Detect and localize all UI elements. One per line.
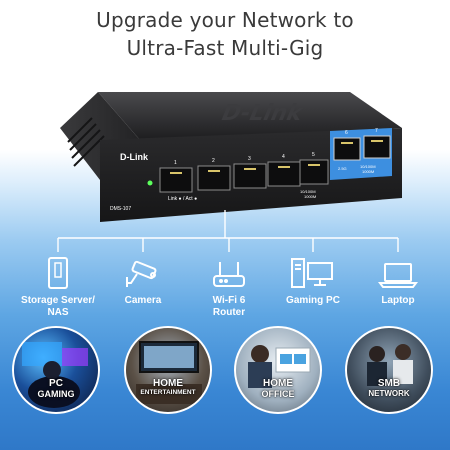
headline-line-1: Upgrade your Network to (96, 8, 354, 32)
port-number-2: 2 (212, 158, 215, 164)
use-case-label-7: SMB (377, 378, 401, 389)
device-gaming-pc: Gaming PC (273, 253, 353, 307)
use-case-label-1: PC (49, 378, 63, 389)
model-label: DMS-107 (110, 206, 131, 212)
port-number-4: 4 (282, 154, 285, 160)
top-logo-emboss: D-Link (217, 101, 307, 126)
power-led (147, 180, 153, 186)
gaming-pc-icon (291, 258, 333, 288)
device-laptop: Laptop (358, 253, 438, 307)
laptop-icon (378, 263, 418, 288)
front-logo: D-Link (120, 152, 149, 162)
use-case-label-2: GAMING (37, 389, 75, 399)
headline-line-2: Ultra-Fast Multi-Gig (126, 36, 324, 60)
device-label-nas: Storage Server/ NAS (21, 295, 95, 318)
connection-lines (57, 210, 399, 252)
side-vents (67, 117, 105, 167)
switch-top-face (98, 92, 402, 140)
device-label-laptop: Laptop (381, 295, 415, 306)
port-number-1: 1 (174, 160, 177, 166)
camera-icon (126, 260, 157, 287)
speed-label-c: 2.5G (338, 166, 347, 171)
speed-label-d: 10/100M (360, 164, 376, 169)
port-number-6: 6 (345, 130, 348, 136)
device-label-gaming-pc: Gaming PC (286, 295, 340, 306)
use-case-home-office: HOME OFFICE (234, 326, 322, 414)
smb-scene (367, 344, 413, 386)
speed-label-b: 1000M (304, 194, 316, 199)
nas-icon (48, 257, 68, 289)
office-scene (248, 345, 311, 388)
use-case-home-entertainment: HOME ENTERTAINMENT (124, 326, 212, 414)
multigig-ports (333, 135, 391, 161)
use-case-pc-gaming: PC GAMING (12, 326, 100, 414)
use-case-label-4: ENTERTAINMENT (140, 389, 196, 396)
device-label-router: Wi-Fi 6 Router (212, 295, 246, 318)
use-case-label-6: OFFICE (261, 389, 295, 399)
link-act-label: Link ● / Act ● (168, 196, 197, 202)
port-number-5: 5 (312, 152, 315, 158)
use-case-label-3: HOME (153, 378, 183, 389)
speed-label-a: 10/100M (300, 189, 316, 194)
port-number-7: 7 (375, 128, 378, 134)
port-contacts (170, 140, 383, 174)
entertainment-scene (136, 341, 202, 404)
device-label-camera: Camera (124, 295, 162, 306)
use-case-smb-network: SMB NETWORK (345, 326, 433, 414)
device-router: Wi-Fi 6 Router (189, 253, 269, 319)
port-number-3: 3 (248, 156, 251, 162)
gaming-scene (22, 342, 88, 408)
use-case-label-5: HOME (263, 378, 293, 389)
device-camera: Camera (103, 253, 183, 307)
device-nas: Storage Server/ NAS (18, 253, 98, 319)
router-icon (213, 262, 245, 287)
speed-label-e: 1000M (362, 169, 374, 174)
use-case-label-8: NETWORK (368, 389, 410, 398)
